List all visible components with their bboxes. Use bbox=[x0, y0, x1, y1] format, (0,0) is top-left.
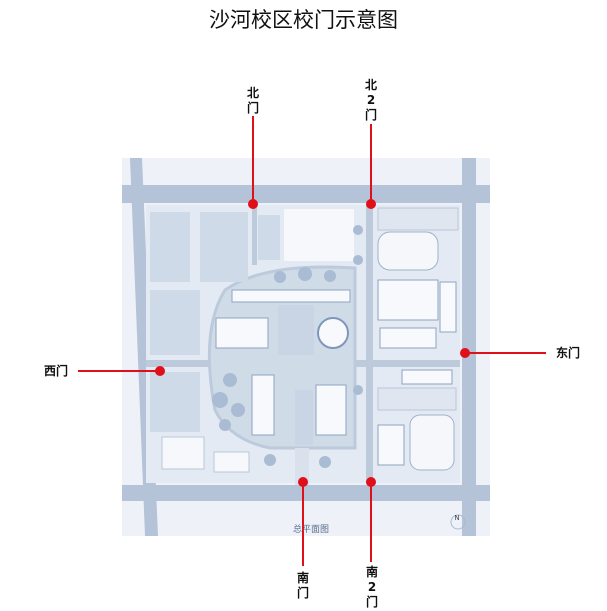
east-gate-label: 东门 bbox=[556, 346, 581, 360]
south2-gate-marker[interactable] bbox=[366, 477, 376, 487]
page-title: 沙河校区校门示意图 bbox=[209, 8, 398, 32]
west-gate-marker[interactable] bbox=[155, 366, 165, 376]
north-gate-marker[interactable] bbox=[248, 199, 258, 209]
east-gate-marker[interactable] bbox=[460, 348, 470, 358]
south-gate-label: 南门 bbox=[296, 571, 309, 600]
gate-markers bbox=[78, 116, 546, 566]
north-arrow-label: N bbox=[454, 514, 459, 522]
south-gate-marker[interactable] bbox=[298, 477, 308, 487]
west-gate-label: 西门 bbox=[44, 364, 69, 378]
north-gate-label: 北门 bbox=[246, 86, 259, 115]
north2-gate-marker[interactable] bbox=[366, 199, 376, 209]
map-caption: 总平面图 bbox=[293, 523, 329, 535]
map-background bbox=[122, 158, 490, 536]
